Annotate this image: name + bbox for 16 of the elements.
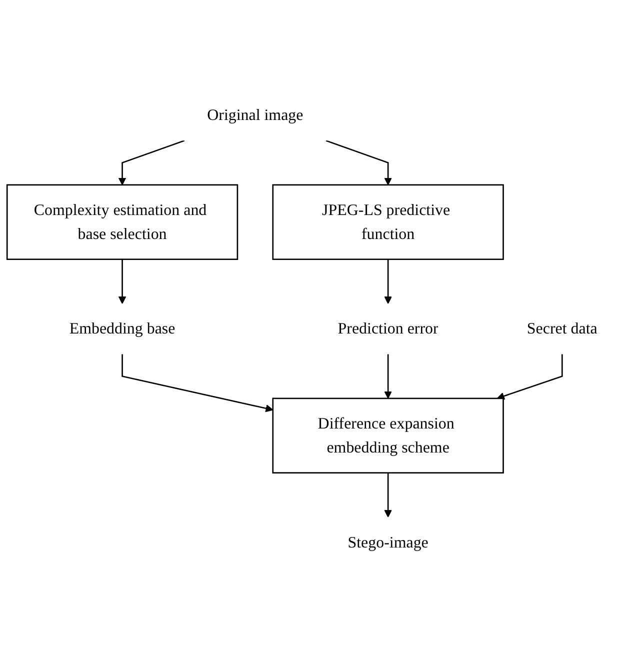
arrow <box>122 354 274 412</box>
arrow <box>118 259 126 304</box>
node-text: Embedding base <box>69 320 176 338</box>
node-box: JPEG-LS predictive function <box>272 184 504 260</box>
arrow <box>496 354 563 400</box>
node-box: Difference expansion embedding scheme <box>272 398 504 474</box>
node-text: Prediction error <box>338 320 438 338</box>
node-text: Original image <box>207 106 304 124</box>
arrow <box>118 140 185 186</box>
arrow <box>384 259 392 304</box>
arrow <box>326 140 392 186</box>
node-text: Secret data <box>526 320 598 338</box>
arrow <box>384 354 392 399</box>
node-text: Stego-image <box>348 533 428 551</box>
node-box: Complexity estimation and base selection <box>6 184 238 260</box>
arrow <box>384 472 392 518</box>
